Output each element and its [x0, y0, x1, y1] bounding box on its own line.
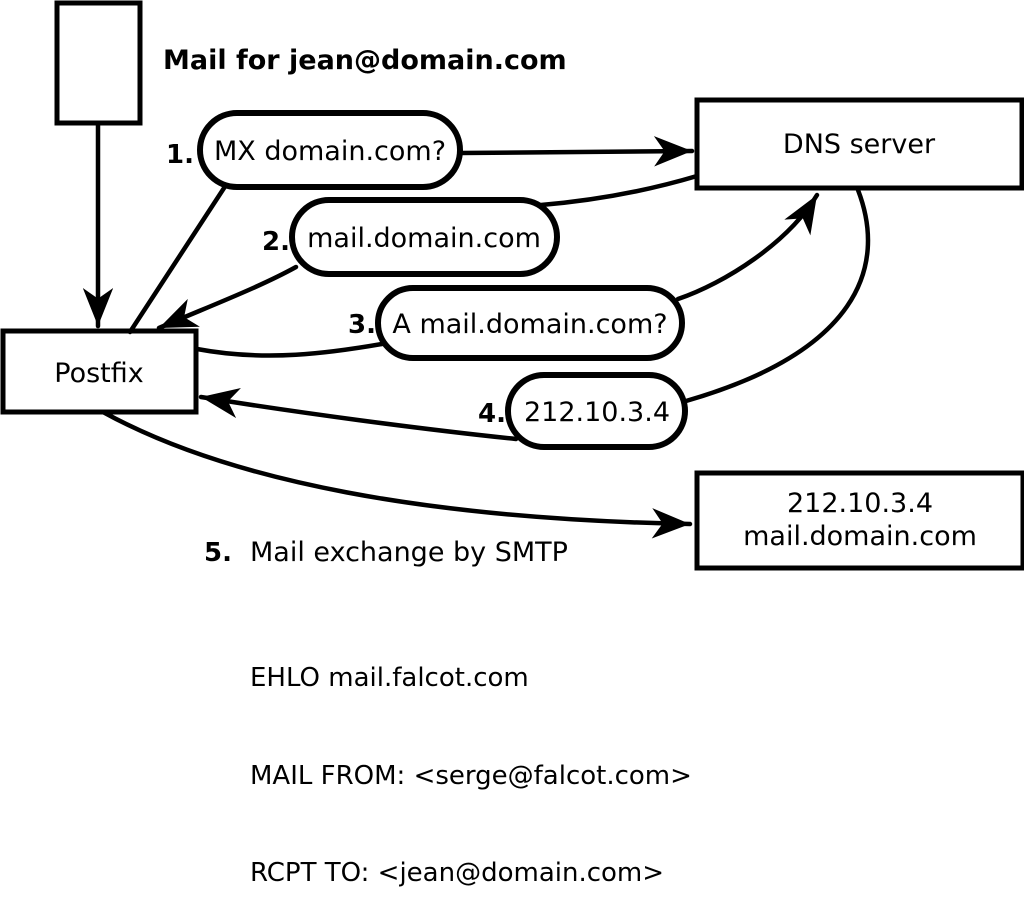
arrow-reply2-to-postfix	[156, 264, 299, 331]
reply4-pill	[505, 372, 688, 450]
query1-pill	[197, 110, 463, 190]
arrow-query1-to-dns	[457, 136, 695, 167]
connector-dns-to-reply2	[538, 173, 700, 208]
query3-label: A mail.domain.com?	[392, 309, 667, 340]
diagram-title: Mail for jean@domain.com	[163, 45, 567, 76]
smtp-line: EHLO mail.falcot.com	[250, 663, 529, 693]
arrow-reply4-to-postfix	[198, 388, 519, 442]
smtp-session-transcript: EHLO mail.falcot.com MAIL FROM: <serge@f…	[250, 597, 692, 919]
postfix-label: Postfix	[54, 358, 143, 389]
dns-server-node	[694, 97, 1024, 191]
arrow-smtp-to-mail-server	[100, 409, 693, 539]
step1-number: 1.	[166, 140, 194, 170]
mail-server-node	[694, 470, 1024, 571]
arrow-query3-to-dns	[675, 192, 820, 302]
step5-number: 5.	[204, 538, 232, 568]
mail-message-node	[54, 0, 143, 126]
connector-postfix-to-query3	[194, 341, 385, 358]
smtp-line: MAIL FROM: <serge@falcot.com>	[250, 760, 692, 791]
reply2-label: mail.domain.com	[307, 223, 541, 254]
dns-server-label: DNS server	[783, 129, 936, 160]
query1-label: MX domain.com?	[214, 136, 446, 167]
reply2-pill	[289, 197, 560, 277]
reply4-label: 212.10.3.4	[524, 397, 670, 428]
step3-number: 3.	[348, 310, 376, 340]
postfix-node	[0, 328, 199, 415]
step5-label: Mail exchange by SMTP	[250, 537, 568, 568]
query3-pill	[375, 285, 685, 361]
mail-server-host-label: mail.domain.com	[743, 521, 977, 552]
step4-number: 4.	[478, 399, 506, 429]
mail-server-ip-label: 212.10.3.4	[787, 488, 933, 519]
smtp-line: RCPT TO: <jean@domain.com>	[250, 858, 665, 888]
step2-number: 2.	[262, 227, 290, 257]
connector-postfix-to-query1	[127, 182, 229, 335]
connector-dns-to-reply4	[683, 187, 871, 404]
